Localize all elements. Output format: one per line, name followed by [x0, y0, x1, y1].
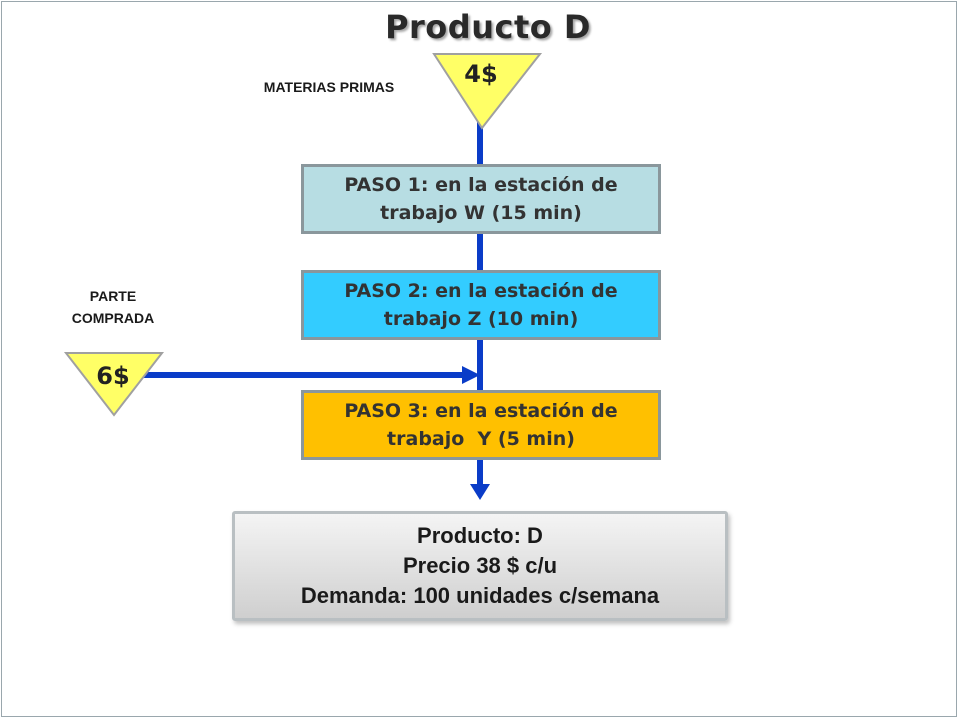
raw-materials-label: MATERIAS PRIMAS: [263, 79, 395, 95]
down-arrowhead: [470, 484, 490, 500]
product-demand: Demanda: 100 unidades c/semana: [300, 583, 660, 608]
step-2-box: PASO 2: en la estación de trabajo Z (10 …: [301, 270, 661, 340]
step-1-line2: trabajo W (15 min): [380, 202, 582, 224]
diagram-title: Producto D: [385, 8, 591, 46]
step-2-line1: PASO 2: en la estación de: [344, 280, 618, 302]
purchased-part-triangle-icon: [63, 352, 165, 417]
step-1-line1: PASO 1: en la estación de: [344, 174, 618, 196]
raw-materials-triangle-icon: [432, 53, 543, 130]
purchased-part-label-line2: COMPRADA: [71, 310, 155, 326]
purchased-part-cost: 6$: [96, 362, 130, 390]
purchased-part-label: PARTE COMPRADA: [50, 285, 176, 329]
step-3-line1: PASO 3: en la estación de: [344, 400, 618, 422]
step-3-box: PASO 3: en la estación de trabajo Y (5 m…: [301, 390, 661, 460]
step-3-line2: trabajo Y (5 min): [387, 428, 575, 450]
step-1-box: PASO 1: en la estación de trabajo W (15 …: [301, 164, 661, 234]
right-arrowhead: [462, 366, 480, 384]
product-name: Producto: D: [417, 523, 543, 548]
purchased-part-label-line1: PARTE: [89, 288, 137, 304]
product-price: Precio 38 $ c/u: [402, 553, 558, 578]
product-box: Producto: D Precio 38 $ c/u Demanda: 100…: [232, 511, 728, 621]
raw-materials-cost: 4$: [464, 60, 498, 88]
step-2-line2: trabajo Z (10 min): [383, 308, 579, 330]
